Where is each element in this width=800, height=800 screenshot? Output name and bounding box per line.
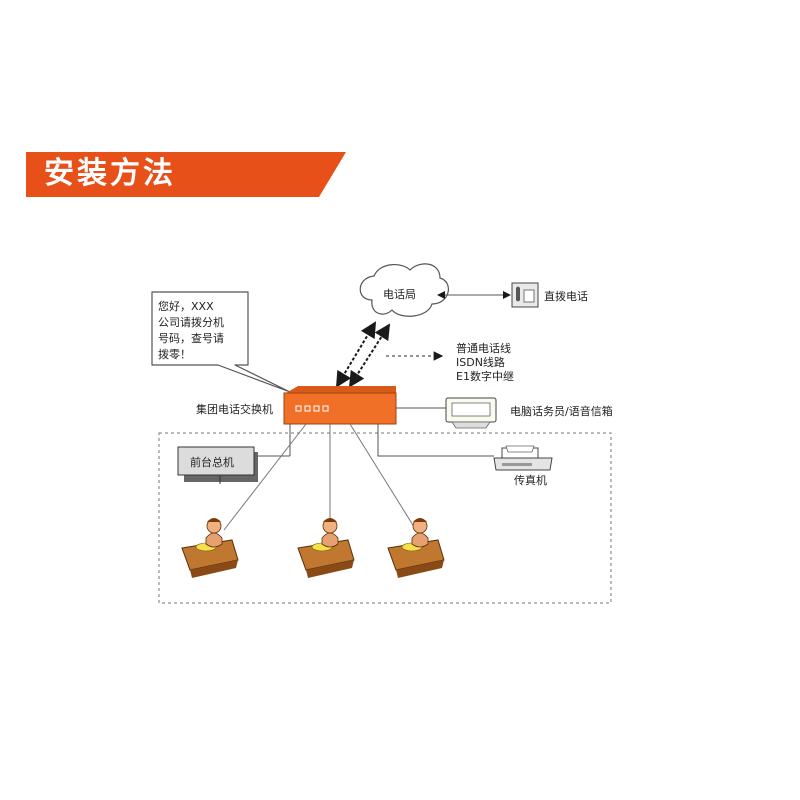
extension-user-3 bbox=[387, 518, 445, 578]
direct-phone-label: 直拨电话 bbox=[544, 289, 588, 303]
switch-fax-link bbox=[377, 424, 494, 457]
section-title: 安装方法 bbox=[44, 156, 176, 191]
speech-bubble: 您好，XXX 公司请拨分机 号码，查号请 拨零！ bbox=[151, 291, 291, 393]
computer-operator bbox=[445, 397, 497, 429]
telecom-office-label: 电话局 bbox=[383, 288, 416, 301]
internal-network-area bbox=[158, 432, 612, 604]
bubble-line-2: 公司请拨分机 bbox=[158, 315, 224, 329]
bubble-line-3: 号码，查号请 bbox=[158, 331, 224, 345]
section-banner bbox=[26, 152, 346, 197]
telecom-office-cloud: 电话局 bbox=[359, 263, 449, 317]
front-desk-console bbox=[177, 446, 258, 482]
trunk-arrow-2 bbox=[348, 323, 391, 388]
extension-line-3 bbox=[349, 423, 417, 531]
direct-phone bbox=[511, 282, 539, 308]
fax-machine bbox=[493, 445, 553, 471]
bubble-line-4: 拨零！ bbox=[158, 347, 191, 361]
switch-label: 集团电话交换机 bbox=[196, 402, 273, 416]
front-desk-label: 前台总机 bbox=[190, 455, 234, 469]
bubble-line-1: 您好，XXX bbox=[158, 299, 214, 313]
extension-user-1 bbox=[181, 518, 239, 578]
fax-label: 传真机 bbox=[514, 473, 547, 487]
computer-operator-label: 电脑话务员/语音信箱 bbox=[510, 404, 613, 418]
line-type-3: E1数字中继 bbox=[456, 369, 514, 383]
line-type-2: ISDN线路 bbox=[456, 355, 505, 369]
line-type-1: 普通电话线 bbox=[456, 341, 511, 355]
extension-line-1 bbox=[223, 423, 307, 531]
pbx-switch bbox=[283, 386, 397, 425]
extension-user-2 bbox=[297, 518, 355, 578]
